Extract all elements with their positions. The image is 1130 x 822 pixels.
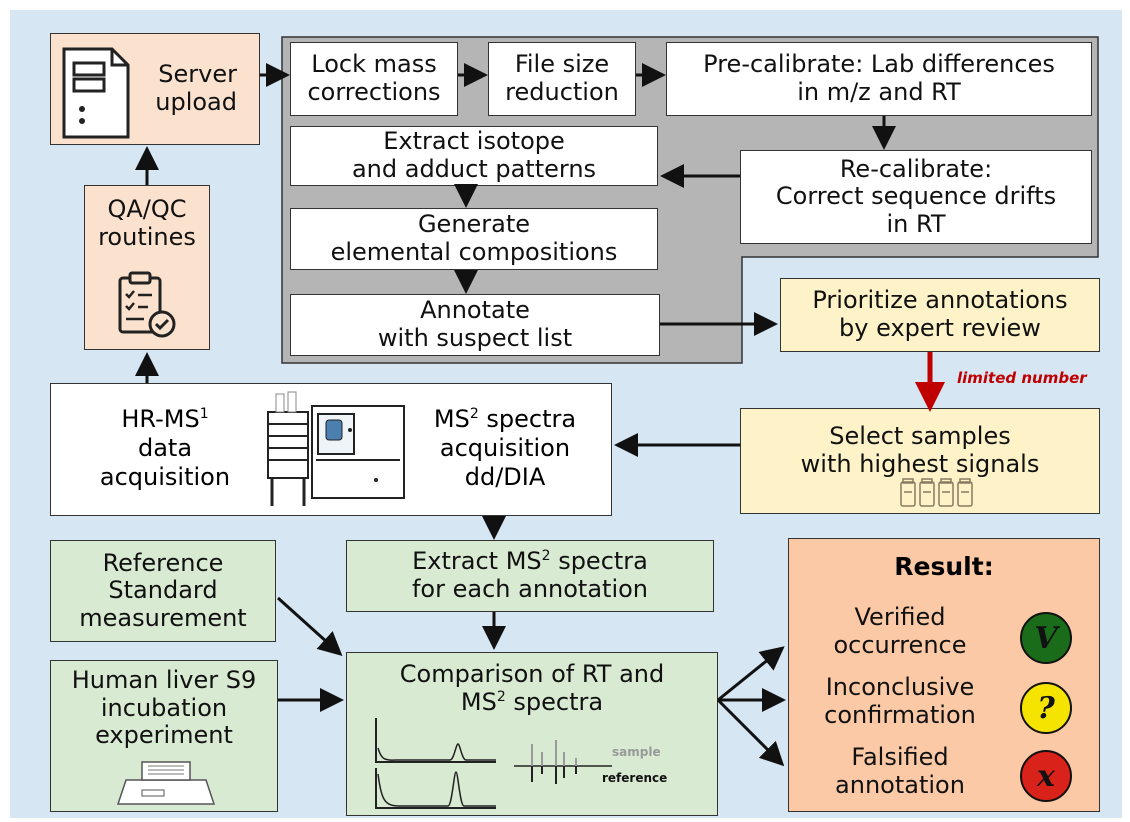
select-samples-box: Select samples with highest signals (740, 408, 1100, 514)
prioritize-line1: Prioritize annotations (812, 286, 1068, 315)
falsified-line2: annotation (835, 770, 965, 799)
annotate-box: Annotate with suspect list (290, 294, 660, 356)
ms2-acq-sup: 2 (469, 406, 479, 422)
generate-line1: Generate (417, 210, 531, 239)
file-size-line2: reduction (505, 78, 619, 106)
verified-check-icon: V (1020, 612, 1072, 664)
comparison-box: Comparison of RT and MS2 spectra (346, 652, 718, 816)
lock-mass-line1: Lock mass (311, 50, 437, 79)
ms2-acq-text: MS2 spectra acquisition dd/DIA (405, 405, 605, 491)
lock-mass-box: Lock mass corrections (290, 42, 458, 116)
result-title: Result: (894, 552, 994, 581)
reference-standard-line1: Reference (102, 548, 224, 577)
server-icon (62, 47, 130, 139)
ms2-acq-post: spectra (478, 405, 577, 433)
server-upload-line2: upload (155, 88, 237, 116)
reference-standard-box: Reference Standard measurement (50, 540, 276, 642)
extract-ms2-post: spectra (550, 547, 648, 576)
human-liver-line3: experiment (95, 721, 233, 750)
annotate-line2: with suspect list (377, 324, 573, 352)
human-liver-line1: Human liver S9 (71, 666, 257, 694)
file-size-box: File size reduction (488, 42, 636, 116)
extract-ms2-box: Extract MS2 spectra for each annotation (346, 540, 714, 612)
pre-calibrate-line2: in m/z and RT (797, 78, 961, 106)
cross-mark-icon: x (1020, 750, 1072, 802)
extract-ms2-sup: 2 (541, 548, 551, 565)
comparison-line2-post: spectra (505, 687, 604, 716)
extract-isotope-line1: Extract isotope (383, 127, 565, 156)
comparison-sup: 2 (496, 688, 506, 705)
qa-qc-line2: routines (98, 222, 196, 251)
reference-standard-line2: Standard (108, 576, 218, 605)
qa-qc-line1: QA/QC (107, 195, 187, 223)
server-upload-line1: Server (158, 60, 237, 89)
human-liver-line2: incubation (100, 693, 228, 722)
hrms-line2: data (137, 433, 193, 462)
comparison-line1: Comparison of RT and (399, 660, 665, 688)
generate-box: Generate elemental compositions (290, 208, 658, 270)
verified-line2: occurrence (833, 630, 967, 659)
lock-mass-line2: corrections (307, 78, 441, 106)
falsified-label: Falsified annotation (800, 743, 1000, 799)
qa-qc-box: QA/QC routines (84, 185, 210, 350)
hrms-text: HR-MS1 data acquisition (70, 405, 260, 491)
file-size-line1: File size (514, 50, 610, 79)
ms2-spectrum-icon (514, 740, 612, 784)
extract-ms2-pre: Extract MS (412, 547, 542, 576)
falsified-line1: Falsified (851, 743, 949, 771)
vials-icon (900, 478, 973, 507)
verified-label: Verified occurrence (800, 603, 1000, 659)
comparison-line2-pre: MS (460, 687, 497, 716)
extract-isotope-box: Extract isotope and adduct patterns (290, 126, 658, 186)
select-samples-line1: Select samples (829, 422, 1011, 450)
prioritize-box: Prioritize annotations by expert review (780, 278, 1100, 352)
reference-label: reference (602, 771, 668, 785)
clipboard-check-icon (118, 271, 176, 338)
extract-ms2-line2: for each annotation (411, 575, 649, 603)
pre-calibrate-box: Pre-calibrate: Lab differences in m/z an… (666, 42, 1092, 116)
extract-isotope-line2: and adduct patterns (351, 155, 597, 183)
ms2-acq-line2: acquisition (439, 433, 571, 462)
reference-standard-line3: measurement (79, 603, 247, 632)
select-samples-line2: with highest signals (800, 449, 1040, 478)
question-mark-icon: ? (1020, 682, 1072, 734)
chromatogram-icon (375, 718, 496, 809)
generate-line2: elemental compositions (330, 238, 618, 266)
processing-panel (281, 36, 1099, 364)
inconclusive-line1: Inconclusive (825, 673, 975, 701)
re-calibrate-line3: in RT (886, 209, 946, 238)
inconclusive-line2: confirmation (824, 700, 976, 729)
limited-number-label: limited number (957, 369, 1087, 387)
pre-calibrate-line1: Pre-calibrate: Lab differences (703, 50, 1055, 79)
annotate-line1: Annotate (420, 296, 530, 325)
hrms-line1: HR-MS (121, 405, 200, 433)
inconclusive-label: Inconclusive confirmation (800, 673, 1000, 729)
ms2-acq-pre: MS (433, 405, 470, 433)
re-calibrate-box: Re-calibrate: Correct sequence drifts in… (740, 150, 1092, 244)
mass-spectrometer-icon (267, 391, 405, 506)
hrms-sup: 1 (199, 406, 209, 422)
re-calibrate-line1: Re-calibrate: (839, 154, 993, 183)
verified-line1: Verified (854, 603, 946, 631)
incubator-icon (116, 761, 216, 805)
hrms-line3: acquisition (99, 462, 231, 491)
re-calibrate-line2: Correct sequence drifts (775, 182, 1057, 211)
sample-label: sample (612, 745, 661, 759)
prioritize-line2: by expert review (839, 314, 1041, 342)
ms2-acq-line3: dd/DIA (464, 462, 546, 491)
